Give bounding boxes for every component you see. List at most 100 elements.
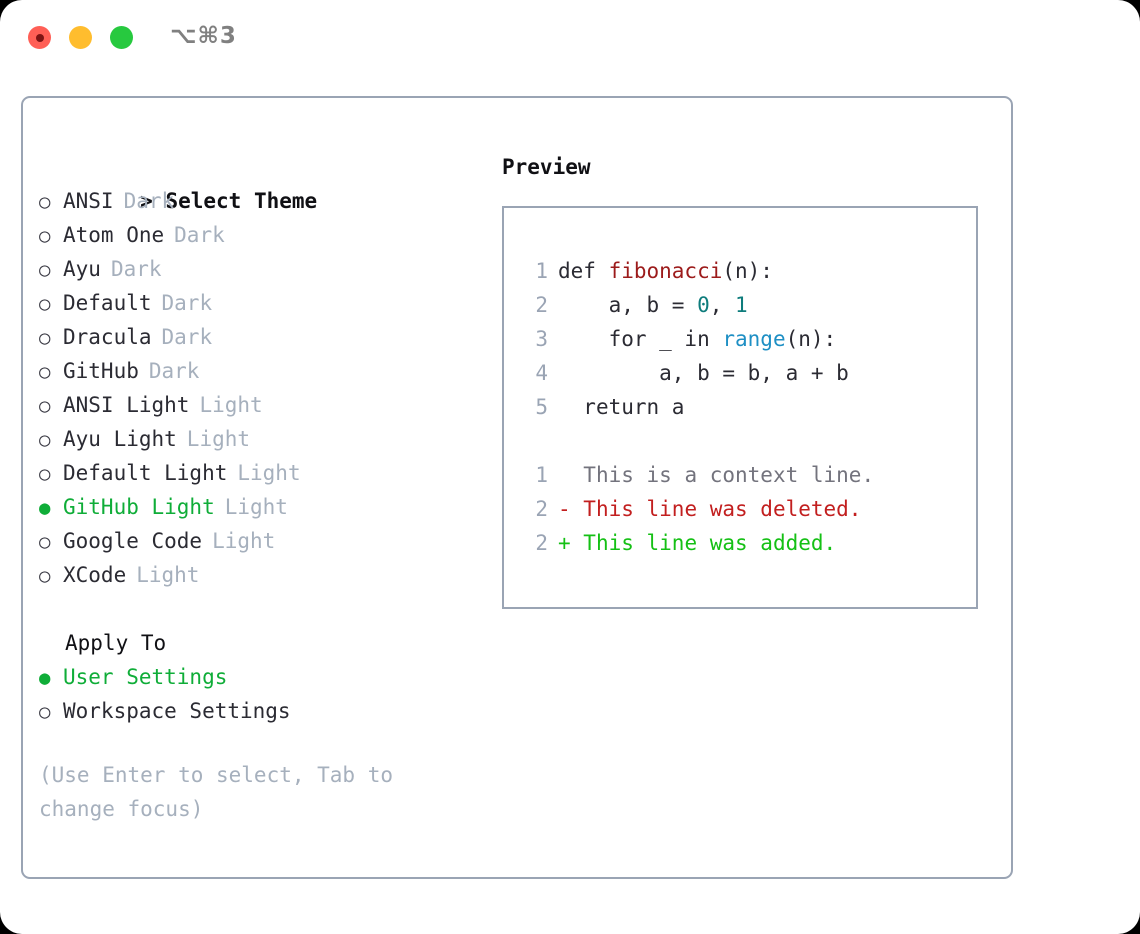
radio-unselected-icon: ○ [39, 701, 51, 723]
theme-option-label: Dracula [63, 325, 152, 349]
theme-option-variant: Light [224, 495, 288, 519]
code-token-plain: , [709, 293, 736, 317]
theme-option[interactable]: ○ Ayu Dark [39, 252, 479, 286]
code-line: 5 return a [522, 390, 976, 424]
line-number: 2 [535, 497, 548, 521]
line-number: 2 [535, 293, 548, 317]
theme-option-label: ANSI [63, 189, 114, 213]
code-token-plain: (n): [785, 327, 837, 351]
theme-option-variant: Light [199, 393, 263, 417]
code-token-plain: for _ in [608, 327, 723, 351]
radio-unselected-icon: ○ [39, 259, 51, 281]
theme-option-label: GitHub Light [63, 495, 215, 519]
keyboard-hint: (Use Enter to select, Tab to change focu… [39, 763, 406, 821]
radio-selected-icon: ● [39, 667, 51, 689]
theme-option-variant: Dark [174, 223, 225, 247]
code-token-plain: return a [583, 395, 685, 419]
diff-line-added: 2 + This line was added. [522, 526, 976, 560]
apply-to-list: ● User Settings ○ Workspace Settings [39, 660, 479, 728]
preview-title: Preview [502, 155, 591, 179]
keyboard-shortcut-label: ⌥⌘3 [170, 23, 237, 49]
theme-option-label: GitHub [63, 359, 139, 383]
caret-icon: > [140, 189, 153, 213]
theme-option-label: Atom One [63, 223, 165, 247]
theme-option-label: Ayu [63, 257, 101, 281]
theme-option[interactable]: ○ Atom One Dark [39, 218, 479, 252]
code-token-fn: fibonacci [608, 259, 723, 283]
code-line: 3 for _ in range(n): [522, 322, 976, 356]
traffic-light-group [28, 26, 133, 49]
code-line: 1 def fibonacci(n): [522, 254, 976, 288]
theme-option[interactable]: ● GitHub Light Light [39, 490, 479, 524]
diff-line-deleted: 2- This line was deleted. [522, 492, 976, 526]
theme-option-label: Google Code [63, 529, 203, 553]
maximize-button[interactable] [110, 26, 133, 49]
minimize-button[interactable] [69, 26, 92, 49]
line-number: 2 [535, 531, 548, 555]
apply-to-option[interactable]: ● User Settings [39, 660, 479, 694]
radio-unselected-icon: ○ [39, 429, 51, 451]
theme-option[interactable]: ○ Dracula Dark [39, 320, 479, 354]
select-theme-heading: > Select Theme [39, 150, 479, 213]
radio-selected-icon: ● [39, 497, 51, 519]
code-indent [558, 288, 609, 322]
theme-option-variant: Dark [148, 359, 200, 383]
radio-unselected-icon: ○ [39, 225, 51, 247]
theme-option[interactable]: ○ Default Light Light [39, 456, 479, 490]
theme-option[interactable]: ○ ANSI Light Light [39, 388, 479, 422]
apply-to-option-label: User Settings [63, 665, 228, 689]
code-token-num: 1 [735, 293, 748, 317]
title-bar: ⌥⌘3 [0, 0, 1140, 78]
code-line: 4 a, b = b, a + b [522, 356, 976, 390]
list-spacer [39, 592, 479, 626]
diff-sample: 1 This is a context line.2- This line wa… [522, 458, 976, 560]
radio-unselected-icon: ○ [39, 361, 51, 383]
theme-option-variant: Dark [123, 189, 175, 213]
theme-option[interactable]: ○ XCode Light [39, 558, 479, 592]
code-indent [558, 322, 609, 356]
theme-option[interactable]: ○ ANSI Dark [39, 184, 479, 218]
close-button[interactable] [28, 26, 51, 49]
line-number: 1 [535, 463, 548, 487]
theme-option-label: Default Light [63, 461, 228, 485]
radio-unselected-icon: ○ [39, 395, 51, 417]
code-indent [558, 356, 659, 390]
diff-sign: + [558, 531, 584, 555]
code-token-call: range [722, 327, 786, 351]
line-number: 1 [535, 259, 548, 283]
theme-option-label: Ayu Light [63, 427, 177, 451]
apply-to-heading: Apply To [65, 631, 167, 655]
theme-option-variant: Dark [161, 325, 213, 349]
diff-text: This line was added. [583, 531, 837, 555]
radio-unselected-icon: ○ [39, 327, 51, 349]
radio-unselected-icon: ○ [39, 463, 51, 485]
theme-option-variant: Dark [110, 257, 162, 281]
select-theme-heading-label: Select Theme [165, 189, 318, 213]
code-token-plain: (n): [722, 259, 773, 283]
line-number: 4 [535, 361, 548, 385]
theme-option-variant: Light [237, 461, 301, 485]
radio-unselected-icon: ○ [39, 565, 51, 587]
apply-to-option-label: Workspace Settings [63, 699, 291, 723]
theme-option-label: ANSI Light [63, 393, 190, 417]
theme-option[interactable]: ○ GitHub Dark [39, 354, 479, 388]
theme-option-label: XCode [63, 563, 127, 587]
radio-unselected-icon: ○ [39, 191, 51, 213]
theme-option-variant: Light [212, 529, 276, 553]
apply-to-option[interactable]: ○ Workspace Settings [39, 694, 479, 728]
diff-line-context: 1 This is a context line. [522, 458, 976, 492]
code-diff-separator [522, 424, 976, 458]
diff-text: This is a context line. [583, 463, 875, 487]
code-token-plain: def [558, 259, 609, 283]
theme-option-variant: Light [136, 563, 200, 587]
diff-sign: - [558, 497, 584, 521]
line-number: 5 [535, 395, 548, 419]
